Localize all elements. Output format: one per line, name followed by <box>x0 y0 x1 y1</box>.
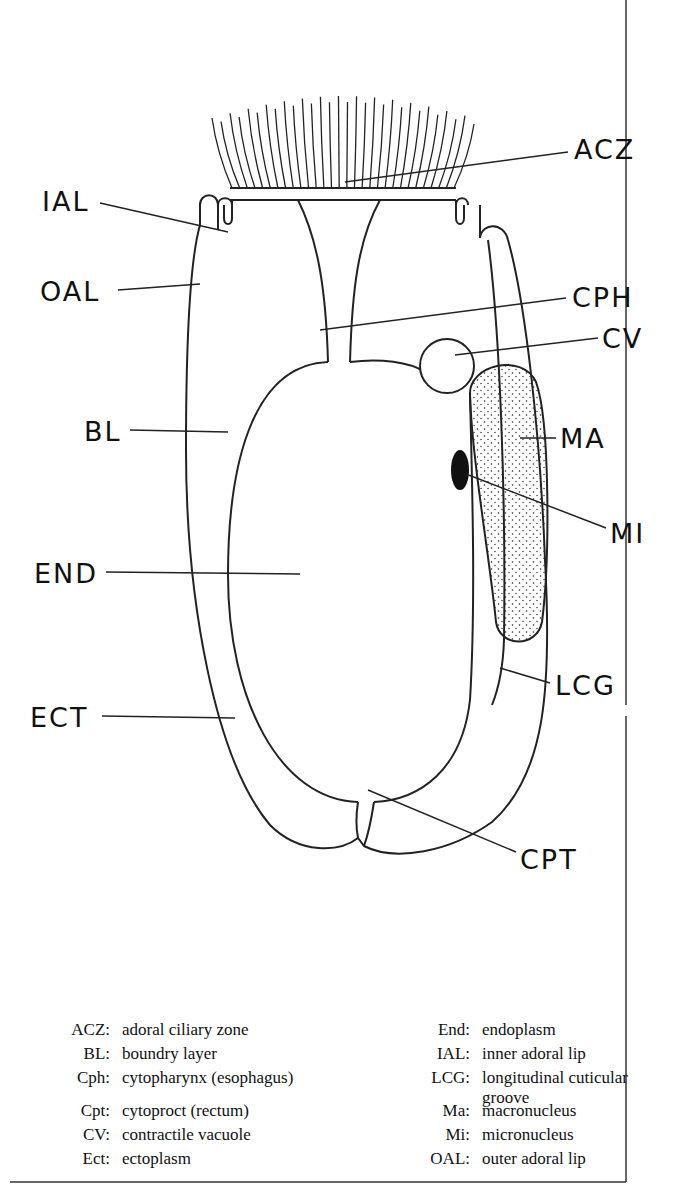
cilium <box>385 100 393 188</box>
cilium <box>338 96 340 188</box>
cilium <box>354 96 356 188</box>
legend-cell: IAL: <box>437 1044 470 1064</box>
part-label: CPT <box>520 846 578 873</box>
cilium <box>302 99 308 188</box>
legend-cell: contractile vacuole <box>122 1125 251 1145</box>
cilia <box>212 96 474 188</box>
legend-cell: inner adoral lip <box>482 1044 586 1064</box>
cilium <box>423 115 437 188</box>
legend-cell: micronucleus <box>482 1125 574 1145</box>
legend-cell: ectoplasm <box>122 1149 191 1169</box>
cilium <box>248 109 262 188</box>
legend-cell: BL: <box>84 1044 110 1064</box>
cilium <box>446 116 465 188</box>
cilium <box>275 109 285 188</box>
legend-cell: cytopharynx (esophagus) <box>122 1068 293 1088</box>
frame <box>10 0 626 1182</box>
part-label: CV <box>602 325 643 352</box>
macronucleus <box>470 365 547 642</box>
part-label: LCG <box>555 672 616 699</box>
part-label: END <box>34 560 98 587</box>
legend-cell: Ect: <box>83 1149 110 1169</box>
part-label: CPH <box>572 284 633 311</box>
cilium <box>400 103 410 188</box>
legend-cell: End: <box>438 1020 470 1040</box>
legend-cell: Cpt: <box>81 1101 110 1121</box>
part-label: BL <box>84 418 122 445</box>
legend-cell: CV: <box>83 1125 110 1145</box>
part-label: MI <box>610 520 645 547</box>
cilium <box>293 106 301 188</box>
legend-cell: cytoproct (rectum) <box>122 1101 249 1121</box>
cilium <box>329 102 331 188</box>
legend-cell: outer adoral lip <box>482 1149 586 1169</box>
cell-body <box>186 188 547 854</box>
legend-cell: boundry layer <box>122 1044 217 1064</box>
cilium <box>239 117 255 188</box>
cilium <box>454 124 474 188</box>
cilium <box>311 104 316 188</box>
legend-cell: Ma: <box>443 1101 470 1121</box>
cilium <box>362 103 365 188</box>
cilium <box>377 105 383 188</box>
part-label: ACZ <box>574 136 635 163</box>
legend-cell: macronucleus <box>482 1101 576 1121</box>
cilium <box>431 111 447 188</box>
part-label: OAL <box>40 278 100 305</box>
legend-cell: Mi: <box>445 1125 470 1145</box>
cilium <box>284 101 293 188</box>
legend-cell: endoplasm <box>482 1020 556 1040</box>
cilium <box>320 97 323 188</box>
legend-cell: ACZ: <box>71 1020 110 1040</box>
leader-lines <box>100 152 606 852</box>
legend-cell: LCG: <box>431 1068 470 1088</box>
cilium <box>346 102 348 188</box>
legend-cell: Cph: <box>77 1068 110 1088</box>
micronucleus <box>451 450 469 490</box>
part-label: ECT <box>30 704 88 731</box>
part-label: MA <box>560 425 606 452</box>
legend-cell: adoral ciliary zone <box>122 1020 249 1040</box>
cilium <box>439 119 456 188</box>
cilium <box>370 98 375 188</box>
part-label: IAL <box>42 188 89 215</box>
legend-cell: OAL: <box>430 1149 470 1169</box>
